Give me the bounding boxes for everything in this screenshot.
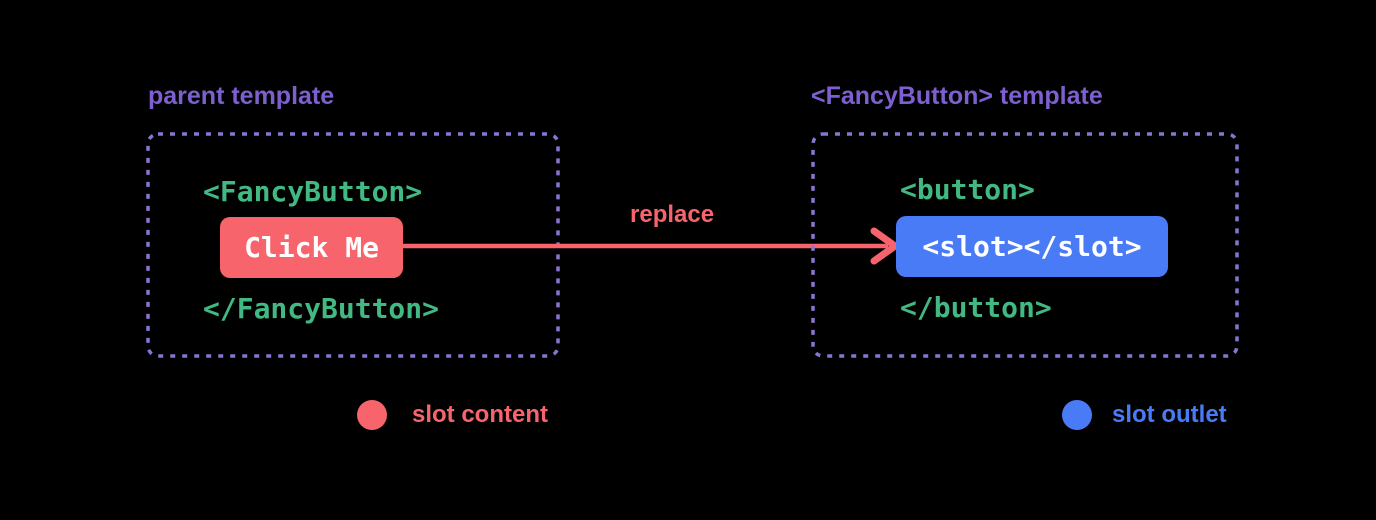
legend-slot-content-label: slot content <box>412 401 548 428</box>
button-open-tag: <button> <box>900 173 1035 206</box>
child-template-title: <FancyButton> template <box>811 82 1103 110</box>
legend-slot-outlet-dot <box>1062 400 1092 430</box>
legend-slot-outlet-label: slot outlet <box>1112 401 1227 428</box>
legend-slot-content-dot <box>357 400 387 430</box>
button-close-tag: </button> <box>900 291 1052 324</box>
parent-template-title: parent template <box>148 82 335 110</box>
replace-arrow <box>403 227 899 265</box>
replace-label: replace <box>630 201 715 228</box>
fancybutton-close-tag: </FancyButton> <box>203 292 440 325</box>
fancybutton-open-tag: <FancyButton> <box>203 175 423 208</box>
child-template-box <box>811 132 1239 358</box>
slot-outlet-chip: <slot></slot> <box>896 216 1168 277</box>
slot-content-chip: Click Me <box>220 217 403 278</box>
